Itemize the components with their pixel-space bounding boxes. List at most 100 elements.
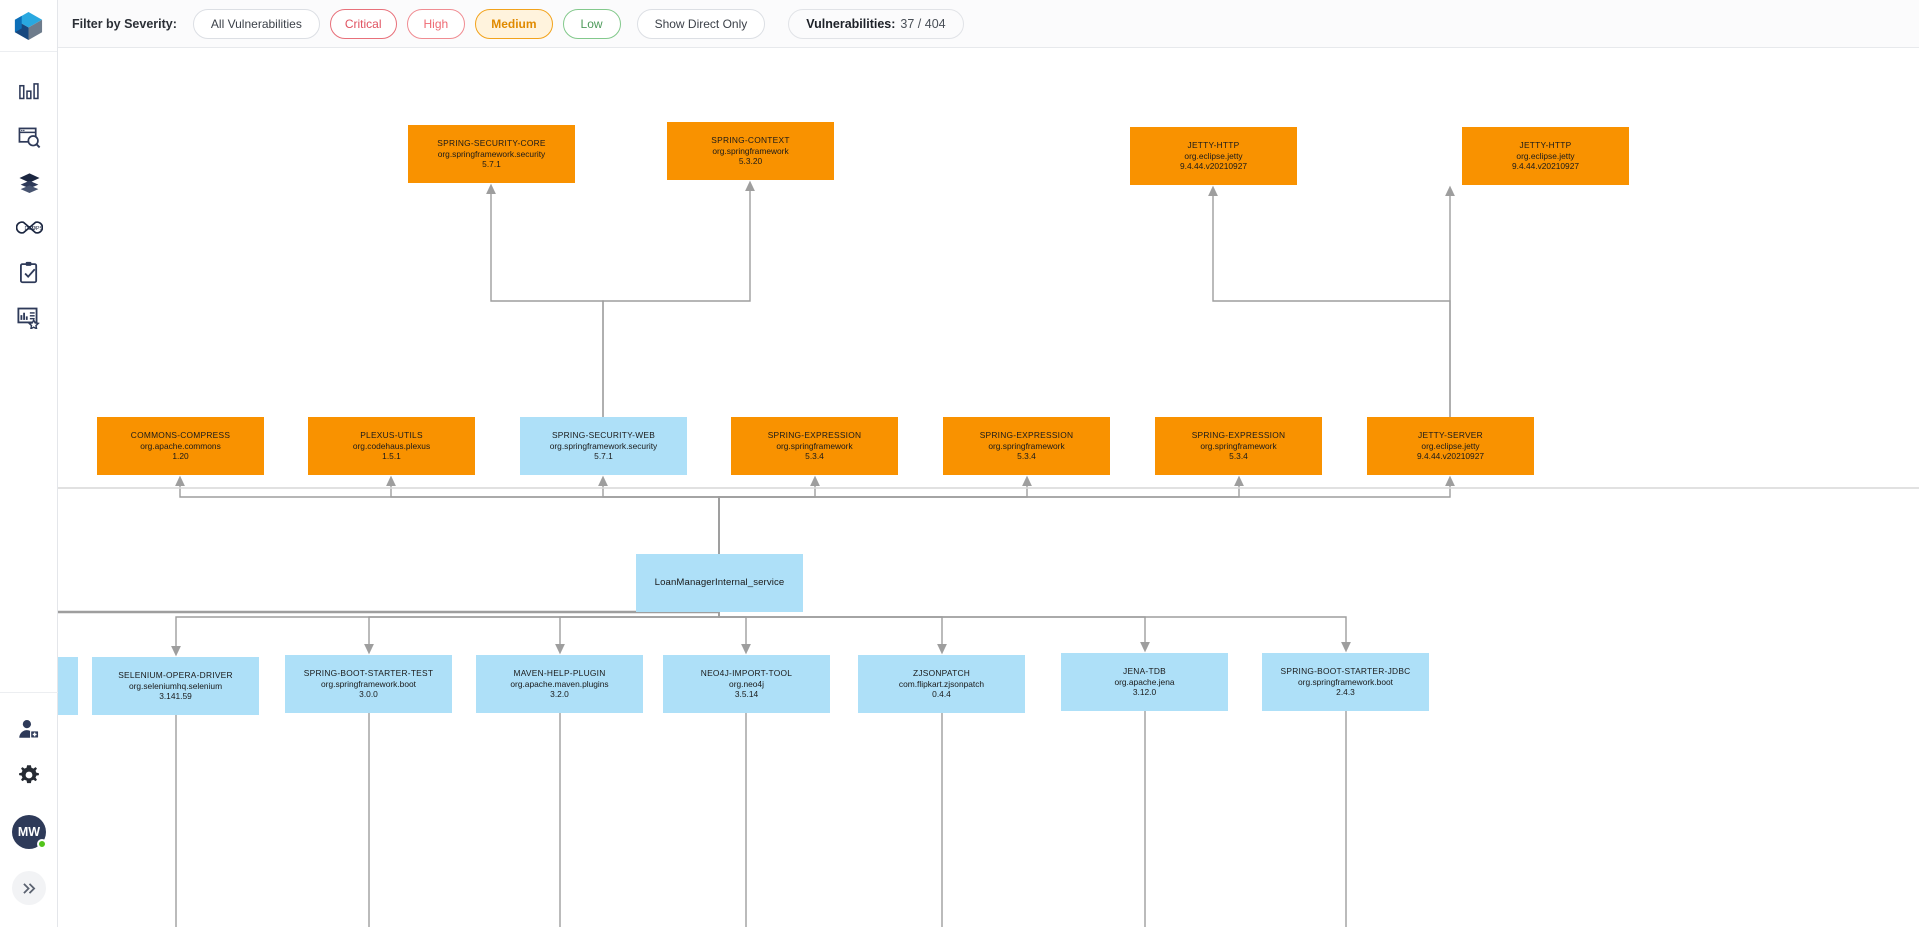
node-group: org.springframework.boot xyxy=(321,678,416,689)
node-version: 3.141.59 xyxy=(159,691,192,702)
sidebar-item-policies[interactable] xyxy=(0,250,58,295)
node-group: org.eclipse.jetty xyxy=(1421,440,1480,451)
node-name: SPRING-EXPRESSION xyxy=(767,429,862,440)
svg-text:DEV: DEV xyxy=(24,226,35,232)
clipboard-check-icon xyxy=(19,261,37,284)
node-version: 0.4.4 xyxy=(932,689,951,700)
window-search-icon xyxy=(18,127,40,148)
filter-high-button[interactable]: High xyxy=(406,8,466,39)
cube-logo-icon xyxy=(14,11,43,41)
filter-by-severity-label: Filter by Severity: xyxy=(72,16,177,31)
graph-canvas[interactable]: LoanManagerInternal_service SPRING-SECUR… xyxy=(58,49,1919,927)
node-version: 5.7.1 xyxy=(594,451,613,462)
node-name: COMMONS-COMPRESS xyxy=(130,429,231,440)
node-name: SELENIUM-OPERA-DRIVER xyxy=(118,669,233,680)
node-group: org.apache.commons xyxy=(140,440,221,451)
node-group: com.flipkart.zjsonpatch xyxy=(898,678,985,689)
node-version: 5.3.4 xyxy=(1229,451,1248,462)
node-label: LoanManagerInternal_service xyxy=(654,576,785,588)
report-star-icon xyxy=(17,307,40,329)
expand-sidebar-button[interactable] xyxy=(12,871,46,905)
node-version: 9.4.44.v20210927 xyxy=(1511,161,1580,172)
filter-medium-button[interactable]: Medium xyxy=(475,8,553,39)
graph-edges xyxy=(58,180,1919,927)
node-version: 5.3.4 xyxy=(1017,451,1036,462)
node-group: org.springframework xyxy=(776,440,853,451)
node-name: SPRING-SECURITY-CORE xyxy=(437,137,546,148)
avatar-wrap[interactable]: MW xyxy=(0,807,58,857)
sidebar-item-reports[interactable] xyxy=(0,295,58,340)
filter-critical-button[interactable]: Critical xyxy=(329,8,397,39)
node-name: JETTY-SERVER xyxy=(1418,429,1483,440)
sidebar-item-scan[interactable] xyxy=(0,115,58,160)
node-group: org.neo4j xyxy=(729,678,764,689)
sidebar-nav: DEV OPS xyxy=(0,52,57,340)
sidebar-item-invite-user[interactable] xyxy=(0,707,58,752)
node-name: SPRING-CONTEXT xyxy=(711,134,790,145)
app-logo[interactable] xyxy=(0,0,57,52)
sidebar-bottom: MW xyxy=(0,692,58,927)
node-name: SPRING-BOOT-STARTER-JDBC xyxy=(1280,665,1411,676)
filter-low-button[interactable]: Low xyxy=(562,8,621,39)
expand-sidebar-wrap[interactable] xyxy=(0,857,58,927)
node-name: SPRING-BOOT-STARTER-TEST xyxy=(303,667,434,678)
graph-viewport: LoanManagerInternal_service SPRING-SECUR… xyxy=(58,49,1919,927)
vulnerabilities-counter-value: 37 / 404 xyxy=(900,16,946,31)
node-version: 3.5.14 xyxy=(734,689,759,700)
node-name: SPRING-SECURITY-WEB xyxy=(551,429,656,440)
node-group: org.apache.jena xyxy=(1114,676,1175,687)
node-group: org.springframework xyxy=(712,145,789,156)
node-group: org.apache.maven.plugins xyxy=(510,678,609,689)
node-group: org.springframework.security xyxy=(549,440,658,451)
node-name: MAVEN-HELP-PLUGIN xyxy=(513,667,606,678)
graph-node-root[interactable]: LoanManagerInternal_service xyxy=(636,554,803,612)
node-version: 3.2.0 xyxy=(550,689,569,700)
node-version: 1.20 xyxy=(172,451,189,462)
node-name: PLEXUS-UTILS xyxy=(360,429,423,440)
sidebar-item-dashboard[interactable] xyxy=(0,70,58,115)
sidebar: DEV OPS xyxy=(0,0,58,927)
node-name: JETTY-HTTP xyxy=(1187,139,1240,150)
show-direct-only-button[interactable]: Show Direct Only xyxy=(636,8,766,39)
node-group: org.codehaus.plexus xyxy=(352,440,431,451)
avatar-status-dot xyxy=(37,839,47,849)
filter-all-vulnerabilities-button[interactable]: All Vulnerabilities xyxy=(192,8,320,39)
node-name: ZJSONPATCH xyxy=(912,667,971,678)
node-version: 9.4.44.v20210927 xyxy=(1416,451,1485,462)
graph-node-partial-left[interactable] xyxy=(58,657,78,715)
node-group: org.springframework.boot xyxy=(1298,676,1393,687)
sidebar-item-devops[interactable]: DEV OPS xyxy=(0,205,58,250)
avatar[interactable]: MW xyxy=(12,815,47,849)
svg-text:OPS: OPS xyxy=(31,226,42,232)
sidebar-item-settings[interactable] xyxy=(0,752,58,797)
node-version: 3.0.0 xyxy=(359,689,378,700)
node-group: org.eclipse.jetty xyxy=(1184,150,1243,161)
avatar-initials: MW xyxy=(17,825,41,839)
sidebar-item-components[interactable] xyxy=(0,160,58,205)
node-name: JETTY-HTTP xyxy=(1519,139,1572,150)
filter-toolbar: Filter by Severity: All Vulnerabilities … xyxy=(58,0,1919,48)
bar-chart-icon xyxy=(19,82,39,99)
chevron-double-right-icon xyxy=(22,882,35,894)
node-group: org.seleniumhq.selenium xyxy=(128,680,223,691)
node-group: org.eclipse.jetty xyxy=(1516,150,1575,161)
vulnerabilities-counter-label: Vulnerabilities: xyxy=(806,16,896,31)
